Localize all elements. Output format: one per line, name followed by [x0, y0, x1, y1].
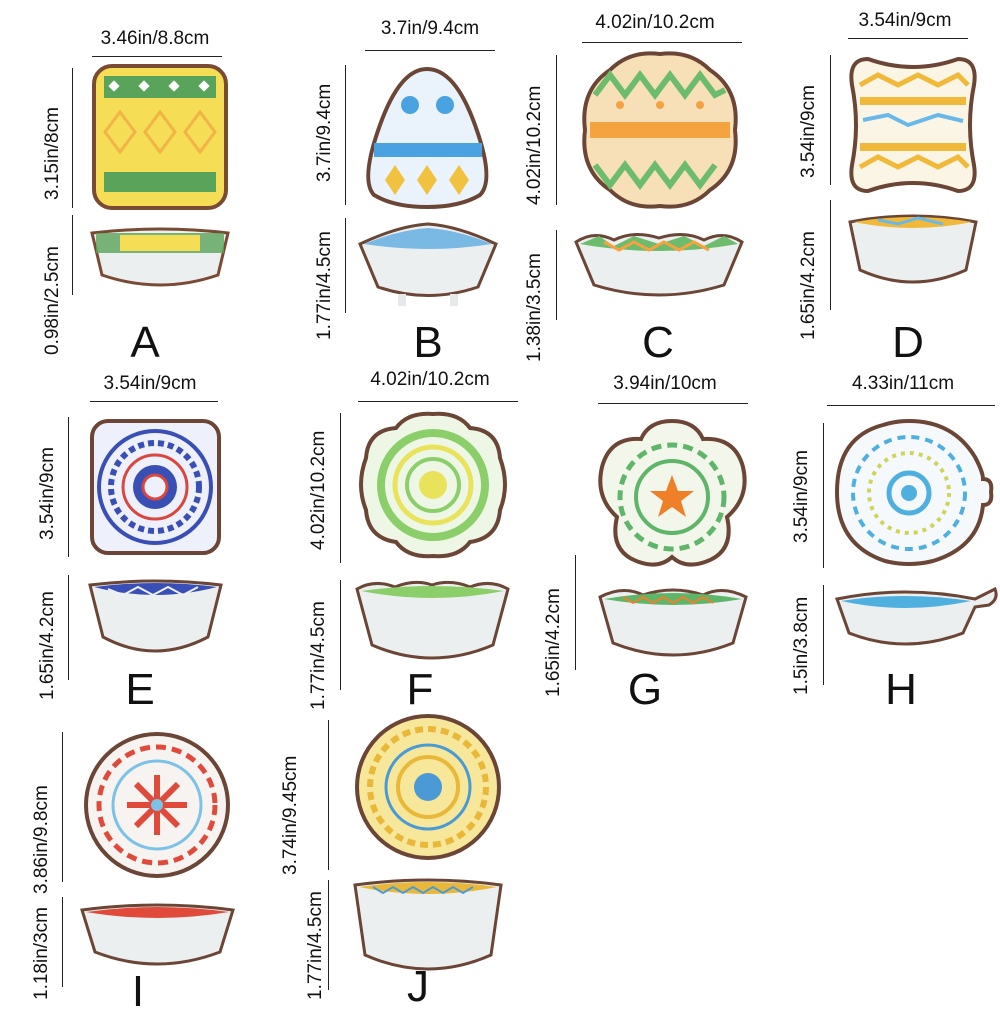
depth-dimension-j: 3.74in/9.45cm — [280, 755, 301, 875]
height-dimension-f: 1.77in/4.5cm — [308, 601, 329, 710]
bowl-side-view-i — [80, 903, 235, 966]
bowl-top-view-a — [92, 64, 228, 210]
height-line-d — [830, 200, 831, 310]
height-line-a — [72, 215, 73, 295]
bowl-top-view-g — [598, 418, 747, 567]
bowl-top-view-i — [84, 732, 230, 878]
depth-dimension-b: 3.7in/9.4cm — [314, 83, 335, 182]
product-d: 3.54in/9cm 3.54in/9cm 1.65in/4.2cm D — [770, 0, 1000, 370]
depth-dimension-h: 3.54in/9cm — [791, 450, 812, 543]
width-line-b — [365, 50, 495, 51]
depth-line-d — [830, 55, 831, 185]
depth-line-a — [72, 68, 73, 208]
width-dimension-f: 4.02in/10.2cm — [370, 369, 490, 390]
depth-dimension-d: 3.54in/9cm — [798, 85, 819, 178]
depth-line-f — [340, 413, 341, 563]
product-a: 3.46in/8.8cm 3.15in/8cm 0.98in/2.5cm A — [0, 0, 250, 367]
height-dimension-h: 1.5in/3.8cm — [791, 596, 812, 695]
depth-dimension-i: 3.86in/9.8cm — [31, 785, 52, 894]
height-dimension-a: 0.98in/2.5cm — [42, 246, 63, 355]
product-f: 4.02in/10.2cm 4.02in/10.2cm 1.77in/4.5cm… — [250, 365, 520, 715]
height-dimension-j: 1.77in/4.5cm — [305, 891, 326, 1000]
depth-line-b — [345, 65, 346, 205]
depth-dimension-e: 3.54in/9cm — [37, 447, 58, 540]
height-line-c — [556, 230, 557, 320]
height-dimension-b: 1.77in/4.5cm — [314, 231, 335, 340]
bowl-side-view-h — [835, 586, 998, 646]
width-line-a — [92, 56, 222, 57]
label-e: E — [125, 665, 155, 714]
label-c: C — [642, 318, 674, 367]
label-j: J — [407, 962, 429, 1011]
product-j: 3.74in/9.45cm 1.77in/4.5cm J — [270, 700, 530, 1011]
height-line-j — [328, 880, 329, 990]
bowl-top-view-h — [834, 418, 994, 566]
depth-dimension-f: 4.02in/10.2cm — [308, 430, 329, 550]
label-i: I — [131, 967, 145, 1016]
bowl-side-view-a — [90, 227, 230, 287]
label-g: G — [627, 665, 663, 714]
product-i: 3.86in/9.8cm 1.18in/3cm I — [0, 712, 260, 1016]
bowl-top-view-e — [90, 419, 221, 555]
width-line-c — [582, 42, 742, 43]
height-line-e — [68, 575, 69, 680]
height-dimension-e: 1.65in/4.2cm — [37, 591, 58, 700]
label-b: B — [413, 318, 443, 367]
height-line-b — [345, 218, 346, 313]
product-c: 4.02in/10.2cm 4.02in/10.2cm 1.38in/3.5cm… — [510, 0, 770, 370]
bowl-side-view-d — [848, 214, 978, 284]
label-d: D — [892, 318, 924, 367]
bowl-top-view-d — [849, 56, 977, 194]
height-dimension-g: 1.65in/4.2cm — [543, 588, 564, 697]
depth-dimension-c: 4.02in/10.2cm — [524, 85, 545, 205]
bowl-side-view-g — [598, 588, 748, 657]
depth-line-c — [556, 55, 557, 205]
depth-line-j — [328, 720, 329, 870]
width-dimension-h: 4.33in/11cm — [851, 373, 955, 394]
width-dimension-b: 3.7in/9.4cm — [380, 18, 480, 39]
bowl-side-view-f — [355, 580, 510, 660]
width-line-h — [827, 405, 995, 406]
width-dimension-a: 3.46in/8.8cm — [100, 28, 210, 49]
height-dimension-i: 1.18in/3cm — [31, 907, 52, 1000]
bowl-top-view-b — [366, 66, 489, 210]
width-dimension-e: 3.54in/9cm — [103, 373, 197, 394]
width-line-e — [90, 401, 218, 402]
width-dimension-d: 3.54in/9cm — [858, 10, 952, 31]
depth-line-i — [62, 732, 63, 882]
depth-dimension-a: 3.15in/8cm — [42, 107, 63, 200]
bowl-top-view-j — [355, 714, 501, 860]
depth-line-h — [823, 423, 824, 568]
product-h: 4.33in/11cm 3.54in/9cm 1.5in/3.8cm H — [775, 365, 1000, 715]
height-dimension-d: 1.65in/4.2cm — [798, 231, 819, 340]
width-dimension-c: 4.02in/10.2cm — [595, 12, 715, 33]
product-g: 3.94in/10cm 1.65in/4.2cm G — [520, 365, 775, 715]
label-a: A — [130, 318, 160, 367]
width-line-g — [598, 403, 748, 404]
height-line-i — [62, 897, 63, 987]
bowl-top-view-f — [359, 411, 507, 559]
label-h: H — [885, 665, 917, 714]
label-f: F — [406, 665, 434, 714]
product-b: 3.7in/9.4cm 3.7in/9.4cm 1.77in/4.5cm B — [250, 0, 510, 370]
depth-line-e — [68, 417, 69, 557]
bowl-side-view-c — [574, 233, 744, 297]
bowl-top-view-c — [582, 51, 738, 209]
height-line-f — [340, 580, 341, 690]
product-e: 3.54in/9cm 3.54in/9cm 1.65in/4.2cm E — [0, 365, 250, 715]
width-dimension-g: 3.94in/10cm — [613, 373, 717, 394]
width-line-d — [848, 38, 968, 39]
height-dimension-c: 1.38in/3.5cm — [524, 253, 545, 362]
bowl-side-view-j — [353, 878, 503, 971]
bowl-side-view-e — [88, 579, 223, 653]
width-line-f — [358, 401, 518, 402]
bowl-side-view-b — [358, 222, 498, 306]
height-line-g — [575, 555, 576, 670]
height-line-h — [823, 585, 824, 685]
